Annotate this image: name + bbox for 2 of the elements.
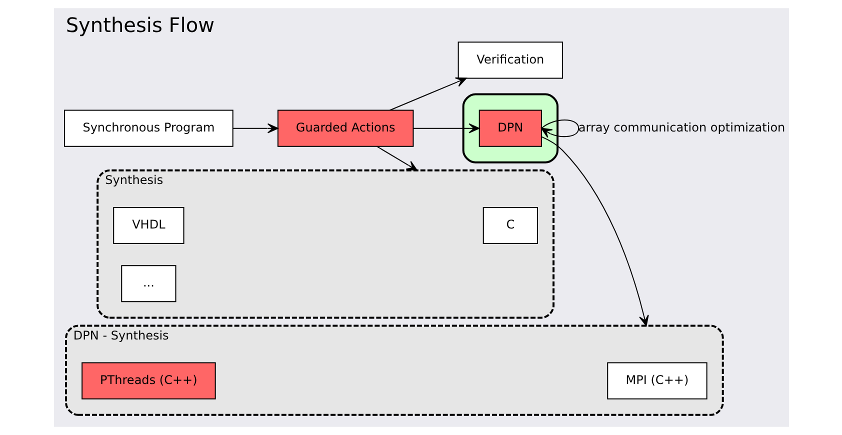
diagram-title: Synthesis Flow xyxy=(65,13,214,38)
edge-label: array communication optimization xyxy=(578,120,785,134)
